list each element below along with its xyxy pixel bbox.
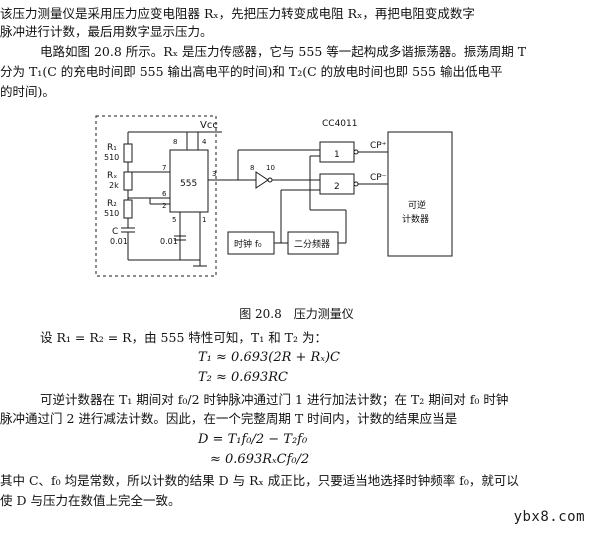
chip-555 <box>169 149 209 213</box>
divider-label: 二分频器 <box>294 238 330 250</box>
r1-label: R₁ <box>107 143 117 153</box>
pin4: 4 <box>202 138 207 146</box>
equation-d1: D = T₁f₀/2 − T₂f₀ <box>198 432 308 447</box>
conclusion-line-1: 其中 C、f₀ 均是常数，所以计数的结果 D 与 Rₓ 成正比，只要适当地选择时… <box>0 473 519 488</box>
watermark: ybx8.com <box>513 509 585 525</box>
vcc-label: Vcc <box>200 120 218 131</box>
gate-2-label: 2 <box>334 182 340 192</box>
gate-1-bubble <box>353 149 359 155</box>
chip-555-label: 555 <box>180 179 197 189</box>
reversible-counter <box>387 131 453 257</box>
pin1: 1 <box>202 216 206 224</box>
pin7: 7 <box>162 164 166 172</box>
gate-1-label: 1 <box>334 150 340 160</box>
cp-plus-label: CP⁺ <box>370 141 387 151</box>
c-label: C <box>112 227 118 237</box>
sensor-boundary <box>95 115 217 277</box>
conclusion-line-2: 使 D 与压力在数值上完全一致。 <box>0 493 181 508</box>
resistor-r2 <box>123 199 133 219</box>
pin5: 5 <box>172 216 176 224</box>
r2-label: R₂ <box>107 199 117 209</box>
counting-line-2: 脉冲通过门 2 进行减法计数。因此，在一个完整周期 T 时间内，计数的结果应当是 <box>0 411 458 426</box>
counter-label-1: 可逆 <box>408 199 426 211</box>
inverter <box>255 171 269 189</box>
rx-value: 2k <box>109 181 119 190</box>
pin8: 8 <box>173 138 177 146</box>
r2-value: 510 <box>104 209 119 218</box>
inverter-pin-in: 8 <box>250 164 254 172</box>
counter-label-2: 计数器 <box>402 213 429 225</box>
equation-t1: T₁ ≈ 0.693(2R + Rₓ)C <box>198 350 340 365</box>
intro-line-2: 脉冲进行计数，最后用数字显示压力。 <box>0 24 213 39</box>
rx-label: Rₓ <box>107 171 117 181</box>
figure-caption: 图 20.8 压力测量仪 <box>239 307 354 321</box>
circuit-desc-line-2: 分为 T₁(C 的充电时间即 555 输出高电平的时间)和 T₂(C 的放电时间… <box>0 64 503 79</box>
pin2: 2 <box>162 202 166 210</box>
clock-label: 时钟 f₀ <box>234 238 262 250</box>
cc4011-label: CC4011 <box>322 119 357 129</box>
cap2-value: 0.01 <box>160 237 178 246</box>
pin6: 6 <box>162 190 167 198</box>
gate-2-bubble <box>353 181 359 187</box>
r1-value: 510 <box>104 153 119 162</box>
cp-minus-label: CP⁻ <box>370 173 387 183</box>
analysis-line: 设 R₁ = R₂ = R，由 555 特性可知，T₁ 和 T₂ 为： <box>40 330 327 345</box>
equation-d2: ≈ 0.693RₓCf₀/2 <box>210 452 310 467</box>
inverter-pin-out: 10 <box>266 164 275 172</box>
counting-line-1: 可逆计数器在 T₁ 期间对 f₀/2 时钟脉冲通过门 1 进行加法计数；在 T₂… <box>40 392 509 407</box>
resistor-r1 <box>123 143 133 163</box>
circuit-desc-line-3: 的时间)。 <box>0 84 55 99</box>
c-value: 0.01 <box>110 237 128 246</box>
resistor-rx <box>123 171 133 191</box>
pin3: 3 <box>212 170 216 178</box>
equation-t2: T₂ ≈ 0.693RC <box>198 370 288 385</box>
circuit-desc-line-1: 电路如图 20.8 所示。Rₓ 是压力传感器，它与 555 等一起构成多谐振荡器… <box>40 44 527 59</box>
pressure-meter-circuit: Vcc R₁ 510 Rₓ 2k R₂ 510 C 0.01 555 0.01 … <box>95 115 453 277</box>
intro-line-1: 该压力测量仪是采用压力应变电阻器 Rₓ，先把压力转变成电阻 Rₓ，再把电阻变成数… <box>0 6 475 21</box>
